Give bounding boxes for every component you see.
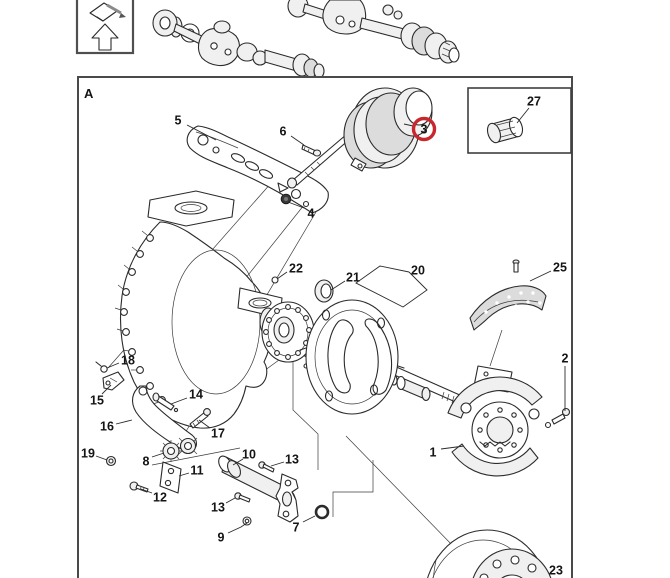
part-nut-19 <box>105 455 117 467</box>
callout-20[interactable]: 20 <box>411 264 425 278</box>
callout-leader-7 <box>302 515 316 523</box>
callout-leader-20 <box>355 265 428 308</box>
callout-12[interactable]: 12 <box>153 491 167 505</box>
part-adjuster-lever-16 <box>131 385 198 455</box>
callout-15[interactable]: 15 <box>90 394 104 408</box>
part-flange-plate <box>275 473 299 523</box>
part-bracket-11 <box>159 461 182 494</box>
part-pin-18 <box>95 361 108 373</box>
callout-6[interactable]: 6 <box>280 125 287 139</box>
housing-flange-bolts <box>114 230 166 405</box>
view-label: A <box>84 86 94 101</box>
callout-27[interactable]: 27 <box>527 95 541 109</box>
thumbnail-axle-rear <box>287 0 460 64</box>
callout-18[interactable]: 18 <box>121 354 135 368</box>
callout-23[interactable]: 23 <box>549 564 563 578</box>
callout-4[interactable]: 4 <box>308 207 315 221</box>
part-backing-plate <box>299 299 405 415</box>
callout-leader-19 <box>95 455 108 461</box>
part-washer-9 <box>242 516 252 526</box>
part-clevis-pin-14 <box>152 392 179 413</box>
callout-3[interactable]: 3 <box>421 123 428 137</box>
callout-leader-22 <box>276 271 288 280</box>
callout-13[interactable]: 13 <box>285 453 299 467</box>
part-clevis-15 <box>102 371 125 391</box>
callout-16[interactable]: 16 <box>100 420 114 434</box>
part-hub-flange <box>259 301 315 363</box>
tandem-axle-thumbnail[interactable] <box>152 0 460 79</box>
part-cam-roller-8 <box>160 440 182 462</box>
callout-22[interactable]: 22 <box>289 262 303 276</box>
callout-leader-6 <box>290 135 305 146</box>
part-nut-4 <box>280 193 292 205</box>
callout-19[interactable]: 19 <box>81 447 95 461</box>
part-bushing-27 <box>486 116 524 144</box>
callout-leader-1 <box>440 445 465 450</box>
part-camshaft-rod <box>286 133 352 189</box>
callout-leader-18 <box>106 362 120 369</box>
callout-leader-3 <box>403 123 414 127</box>
highlight-ring <box>411 116 437 142</box>
callout-9[interactable]: 9 <box>218 531 225 545</box>
callout-14[interactable]: 14 <box>189 388 203 402</box>
callout-leader-16 <box>115 419 133 425</box>
callout-25[interactable]: 25 <box>553 261 567 275</box>
callout-leader-13 <box>270 461 285 467</box>
callout-7[interactable]: 7 <box>293 521 300 535</box>
part-axle-housing <box>114 190 323 429</box>
up-arrow-icon <box>91 23 119 51</box>
callout-2[interactable]: 2 <box>562 352 569 366</box>
callout-leader-21 <box>330 280 346 291</box>
callouts-layer: 5 6 3 27 4 22 21 20 25 2 18 15 14 16 17 19 8 11 10 12 13 9 13 7… <box>81 95 568 578</box>
callout-1[interactable]: 1 <box>430 446 437 460</box>
callout-leader-27 <box>516 107 530 124</box>
callout-17[interactable]: 17 <box>211 427 225 441</box>
callout-leader-25 <box>529 270 552 282</box>
part-bolt-dot <box>271 276 279 284</box>
part-brake-shoe-assembly <box>447 365 543 477</box>
callout-leader-4 <box>287 201 305 209</box>
thumbnail-axle-front <box>152 9 325 79</box>
part-anchor-bolt-2 <box>544 407 571 429</box>
part-brake-drum-23 <box>427 529 552 578</box>
edit-sheet-icon <box>89 2 126 22</box>
part-bolt-13-center <box>258 461 275 473</box>
callout-leader-13 <box>225 497 236 504</box>
part-hub-3 <box>343 87 433 172</box>
callout-leader-15 <box>101 384 112 395</box>
callout-leader-8 <box>151 452 165 458</box>
part-camshaft-bracket <box>186 125 329 214</box>
callout-8[interactable]: 8 <box>143 455 150 469</box>
callout-leader-17 <box>198 419 211 429</box>
nav-up-button[interactable] <box>75 0 135 55</box>
callout-leader-12 <box>140 488 153 494</box>
part-oring-7 <box>314 504 330 520</box>
part-grommet <box>314 279 334 303</box>
callout-leader-5 <box>186 124 217 141</box>
part-bolt-6 <box>301 144 322 157</box>
callout-leader-10 <box>232 458 244 466</box>
callout-leader-14 <box>170 397 188 405</box>
callout-13[interactable]: 13 <box>211 501 225 515</box>
callout-leader-11 <box>178 472 190 477</box>
callout-5[interactable]: 5 <box>175 114 182 128</box>
callout-21[interactable]: 21 <box>346 271 360 285</box>
part-bolt-13-left <box>234 492 251 503</box>
callout-11[interactable]: 11 <box>190 464 203 478</box>
part-brake-lining-25 <box>469 285 547 331</box>
part-rivet <box>512 259 520 273</box>
callout-leader-9 <box>227 522 248 534</box>
callout-10[interactable]: 10 <box>242 448 256 462</box>
